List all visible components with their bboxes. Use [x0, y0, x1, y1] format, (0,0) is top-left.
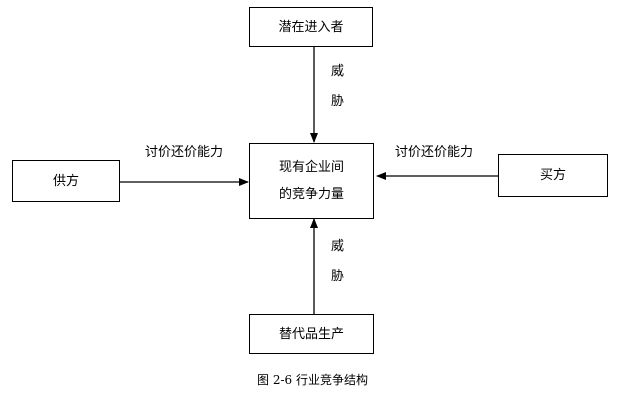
node-suppliers: 供方 — [12, 160, 120, 202]
node-suppliers-label: 供方 — [52, 173, 79, 189]
node-substitutes-label: 替代品生产 — [278, 326, 344, 342]
node-industry-rivalry: 现有企业间 的竞争力量 — [249, 143, 374, 219]
label-right-bargaining-power: 讨价还价能力 — [395, 145, 474, 160]
node-potential-entrants-label: 潜在进入者 — [278, 19, 344, 35]
node-industry-rivalry-line2: 的竞争力量 — [278, 187, 344, 202]
label-bottom-threat-char2: 胁 — [331, 269, 345, 284]
node-buyers: 买方 — [498, 154, 608, 197]
figure-caption: 图 2-6 行业竞争结构 — [257, 373, 368, 387]
label-top-threat-char1: 威 — [331, 64, 345, 79]
label-left-bargaining-power: 讨价还价能力 — [145, 145, 224, 160]
node-buyers-label: 买方 — [539, 168, 566, 183]
label-top-threat-char2: 胁 — [331, 94, 345, 109]
node-potential-entrants: 潜在进入者 — [249, 7, 373, 47]
node-industry-rivalry-line1: 现有企业间 — [278, 160, 344, 175]
label-bottom-threat-char1: 威 — [331, 239, 345, 254]
node-substitutes: 替代品生产 — [249, 314, 374, 354]
